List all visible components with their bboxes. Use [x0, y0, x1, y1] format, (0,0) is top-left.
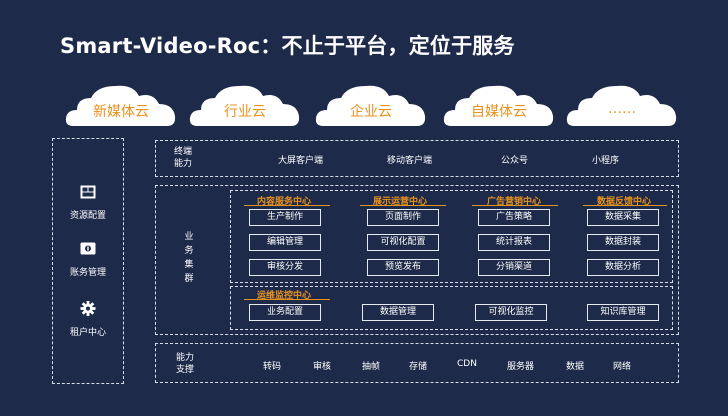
ops-center-panel	[230, 286, 673, 330]
cloud-self-media: 自媒体云	[441, 80, 557, 130]
sidebar-item-label: 租户中心	[69, 328, 106, 338]
sidebar-panel: 资源配置 账务管理 租户中心	[52, 138, 124, 384]
service-box: 业务配置	[249, 304, 321, 321]
sidebar-item-tenant: 租户中心	[53, 301, 123, 339]
group-underline	[360, 205, 446, 206]
sidebar-item-label: 资源配置	[69, 211, 106, 221]
group-underline	[472, 205, 558, 206]
service-box: 数据分析	[587, 259, 659, 276]
cloud-icon	[443, 85, 554, 126]
sidebar-item-billing: 账务管理	[53, 242, 123, 279]
service-box: 审核分发	[249, 259, 321, 276]
terminal-item: 公众号	[501, 156, 529, 166]
cloud-industry: 行业云	[187, 80, 303, 130]
terminal-row	[155, 140, 679, 177]
service-box: 知识库管理	[587, 304, 659, 321]
cloud-icon	[566, 85, 677, 126]
cloud-enterprise: 企业云	[313, 80, 429, 130]
cloud-new-media: 新媒体云	[63, 80, 179, 130]
capability-item: 审核	[313, 362, 332, 372]
service-box: 可视化监控	[475, 304, 547, 321]
group-title: 数据反馈中心	[597, 197, 652, 207]
group-title: 内容服务中心	[257, 197, 312, 207]
capability-item: 存储	[409, 362, 428, 372]
cloud-more: ……	[564, 80, 680, 130]
service-box: 广告策略	[478, 209, 550, 226]
group-underline	[244, 205, 330, 206]
group-title: 广告营销中心	[487, 197, 542, 207]
cloud-label: ……	[608, 101, 636, 117]
page-title: Smart-Video-Roc：不止于平台，定位于服务	[60, 34, 515, 58]
billing-icon	[80, 242, 96, 255]
service-box: 数据封装	[587, 234, 659, 251]
capability-item: 网络	[613, 362, 632, 372]
terminal-label: 终端 能力	[174, 147, 193, 169]
service-box: 可视化配置	[367, 234, 439, 251]
terminal-item: 移动客户端	[387, 156, 433, 166]
capability-label: 能力 支撑	[176, 353, 195, 375]
capability-row	[155, 343, 679, 383]
service-box: 生产制作	[249, 209, 321, 226]
capability-item: 转码	[263, 362, 282, 372]
group-title: 运维监控中心	[257, 291, 312, 301]
cloud-label: 新媒体云	[93, 104, 149, 120]
service-box: 预览发布	[367, 259, 439, 276]
group-underline	[583, 205, 667, 206]
service-box: 页面制作	[367, 209, 439, 226]
capability-item: 抽帧	[362, 362, 381, 372]
capability-item: 服务器	[507, 362, 535, 372]
cloud-label: 行业云	[224, 104, 266, 120]
capability-item: CDN	[457, 359, 477, 369]
cloud-label: 企业云	[350, 104, 392, 120]
sidebar-item-resource: 资源配置	[53, 185, 123, 222]
cloud-icon	[315, 85, 426, 126]
gear-icon	[80, 301, 96, 316]
sidebar-item-label: 账务管理	[69, 268, 106, 278]
service-box: 分销渠道	[478, 259, 550, 276]
cloud-icon	[189, 85, 300, 126]
capability-item: 数据	[566, 362, 585, 372]
service-centers-panel	[230, 190, 673, 283]
cloud-label: 自媒体云	[471, 104, 527, 120]
group-title: 展示运营中心	[373, 197, 428, 207]
service-box: 编辑管理	[249, 234, 321, 251]
business-cluster	[155, 185, 679, 335]
cloud-icon	[65, 85, 176, 126]
service-box: 统计报表	[478, 234, 550, 251]
terminal-item: 小程序	[592, 156, 620, 166]
service-box: 数据采集	[587, 209, 659, 226]
service-box: 数据管理	[362, 304, 434, 321]
business-label: 业 务 集 群	[184, 232, 194, 284]
terminal-item: 大屏客户端	[278, 156, 324, 166]
grid-icon	[80, 185, 96, 199]
group-underline	[244, 299, 330, 300]
